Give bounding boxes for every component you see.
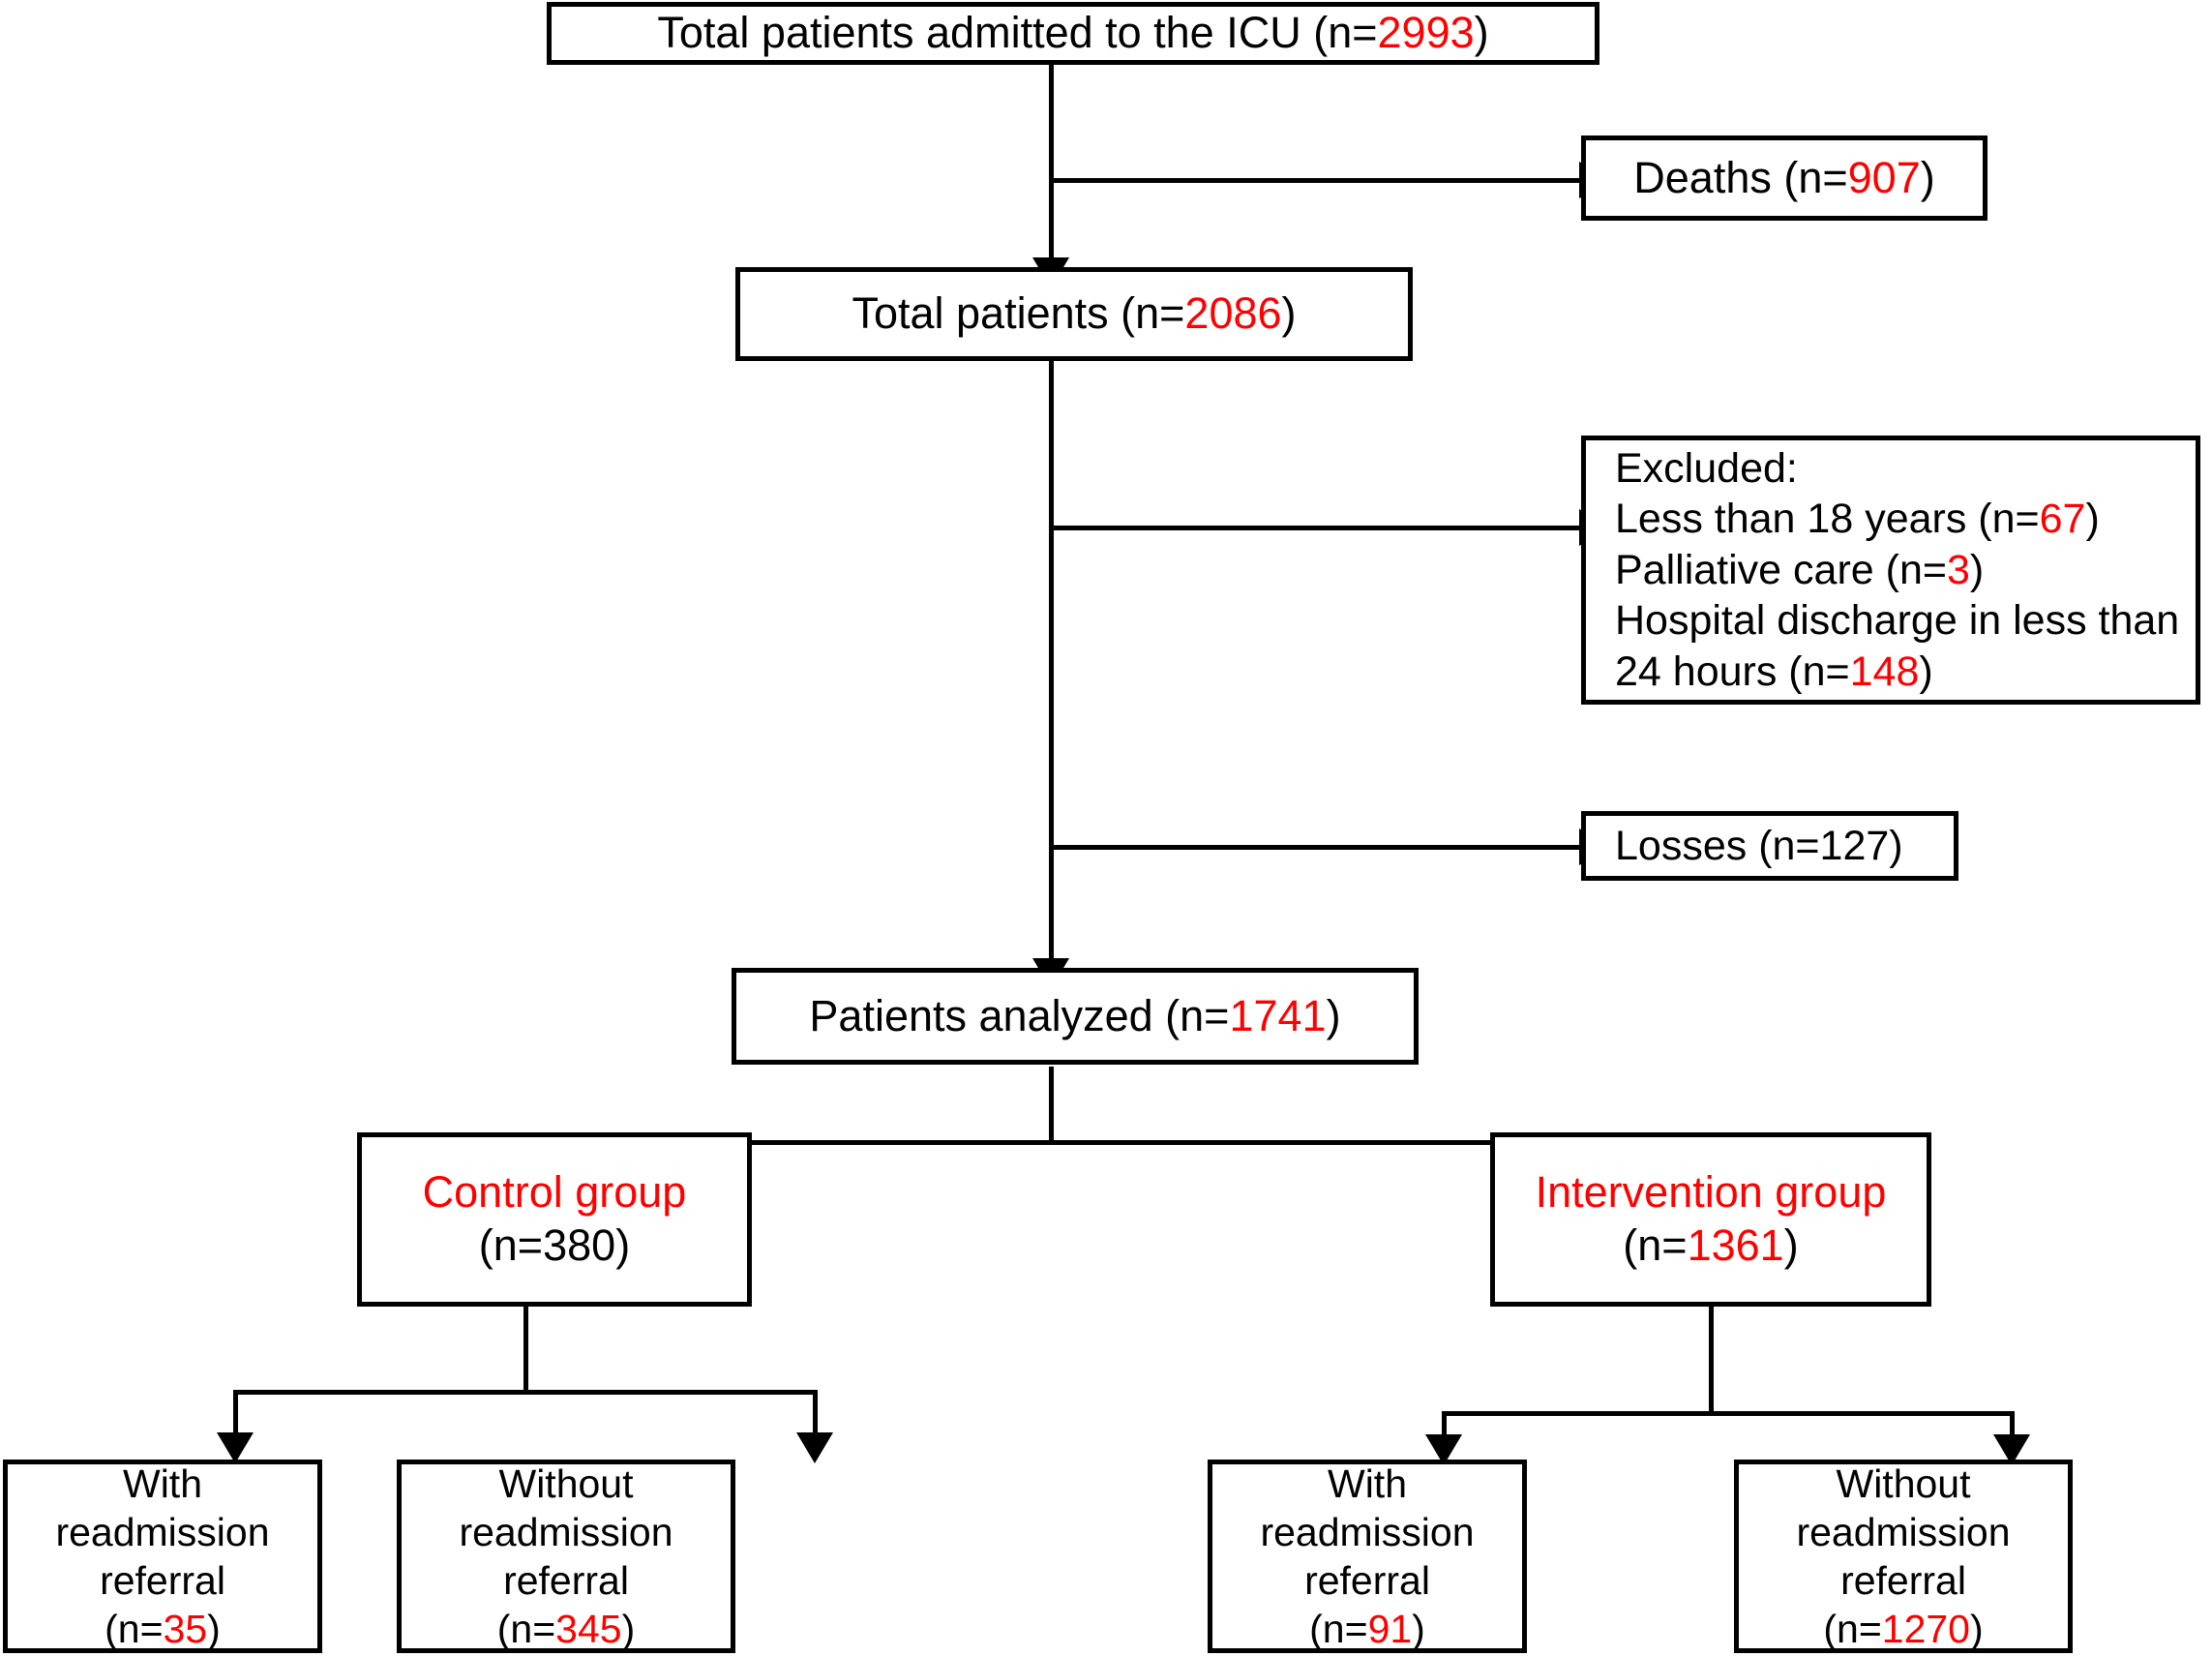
- connector-split-stem: [1049, 1067, 1054, 1144]
- patients-analyzed-label-suffix: ): [1326, 990, 1341, 1040]
- losses-value: 127: [1819, 822, 1890, 869]
- node-control-with-referral: With readmission referral (n=35): [3, 1460, 322, 1653]
- intervention-with-referral-count-prefix: (n=: [1309, 1607, 1368, 1652]
- losses-label-prefix: Losses (n=: [1615, 822, 1820, 869]
- arrowhead-to-control-with-referral-icon: [217, 1432, 254, 1463]
- intervention-without-referral-count-value: 1270: [1881, 1607, 1970, 1652]
- losses-label-suffix: ): [1889, 822, 1903, 869]
- connector-intervention-left-drop: [1442, 1411, 1447, 1438]
- node-intervention-without-referral: Without readmission referral (n=1270): [1734, 1460, 2073, 1653]
- deaths-label-suffix: ): [1920, 152, 1935, 202]
- total-admitted-label-prefix: Total patients admitted to the ICU (n=: [657, 8, 1378, 58]
- intervention-with-referral-count-value: 91: [1367, 1607, 1413, 1652]
- total-patients-value: 2086: [1184, 288, 1282, 339]
- patients-analyzed-value: 1741: [1229, 990, 1327, 1040]
- intervention-group-count-value: 1361: [1687, 1220, 1784, 1270]
- node-intervention-with-referral: With readmission referral (n=91): [1208, 1460, 1527, 1653]
- excluded-line4-prefix: Hospital discharge in less than 24 hours…: [1615, 597, 2180, 695]
- excluded-line3-value: 3: [1946, 546, 1970, 593]
- excluded-line3-suffix: ): [1969, 546, 1985, 593]
- total-patients-label-prefix: Total patients (n=: [852, 288, 1185, 339]
- control-group-count-value: 380: [543, 1220, 616, 1270]
- control-without-referral-count-value: 345: [555, 1607, 622, 1652]
- node-deaths: Deaths (n=907): [1581, 135, 1988, 221]
- excluded-line4-value: 148: [1849, 647, 1920, 695]
- control-with-referral-line1: With readmission: [55, 1460, 270, 1554]
- total-admitted-value: 2993: [1377, 8, 1475, 58]
- control-without-referral-line1: Without: [498, 1460, 634, 1506]
- control-group-count-suffix: ): [615, 1220, 631, 1270]
- control-with-referral-count-suffix: ): [207, 1607, 221, 1652]
- connector-intervention-stem: [1709, 1307, 1714, 1415]
- connector-trunk-top: [1049, 60, 1054, 285]
- node-control-without-referral: Without readmission referral (n=345): [397, 1460, 735, 1653]
- intervention-group-count-suffix: ): [1783, 1220, 1799, 1270]
- excluded-heading: Excluded:: [1615, 444, 1798, 492]
- excluded-line2-suffix: ): [2085, 496, 2100, 543]
- connector-to-losses: [1049, 845, 1583, 850]
- node-losses: Losses (n=127): [1581, 811, 1958, 881]
- intervention-group-title: Intervention group: [1535, 1167, 1887, 1218]
- intervention-without-referral-line2: readmission referral: [1796, 1509, 2011, 1603]
- connector-intervention-bar: [1442, 1411, 2015, 1416]
- excluded-line2-prefix: Less than 18 years (n=: [1615, 496, 2040, 543]
- intervention-without-referral-line1: Without: [1836, 1460, 1971, 1506]
- excluded-line3-prefix: Palliative care (n=: [1615, 546, 1947, 593]
- connector-control-right-drop: [813, 1390, 818, 1436]
- connector-trunk-mid: [1049, 360, 1054, 989]
- node-total-patients: Total patients (n=2086): [735, 267, 1413, 361]
- control-without-referral-line2: readmission referral: [459, 1509, 673, 1603]
- arrowhead-to-control-without-referral-icon: [796, 1432, 833, 1463]
- intervention-group-count-prefix: (n=: [1623, 1220, 1688, 1270]
- connector-intervention-right-drop: [2010, 1411, 2015, 1438]
- connector-to-deaths: [1049, 178, 1583, 183]
- control-group-count-prefix: (n=: [478, 1220, 544, 1270]
- connector-to-excluded: [1049, 526, 1583, 530]
- intervention-with-referral-count-suffix: ): [1412, 1607, 1425, 1652]
- node-intervention-group: Intervention group (n=1361): [1490, 1132, 1931, 1307]
- intervention-without-referral-count-suffix: ): [1969, 1607, 1984, 1652]
- control-without-referral-count-suffix: ): [621, 1607, 636, 1652]
- total-admitted-label-suffix: ): [1474, 8, 1489, 58]
- patients-analyzed-label-prefix: Patients analyzed (n=: [809, 990, 1230, 1040]
- connector-control-left-drop: [233, 1390, 238, 1436]
- intervention-with-referral-line1: With readmission: [1260, 1460, 1475, 1554]
- control-with-referral-count-prefix: (n=: [105, 1607, 164, 1652]
- intervention-with-referral-line2: referral: [1304, 1558, 1430, 1603]
- node-patients-analyzed: Patients analyzed (n=1741): [732, 968, 1419, 1065]
- node-total-admitted: Total patients admitted to the ICU (n=29…: [547, 2, 1599, 65]
- control-with-referral-line2: referral: [100, 1558, 225, 1603]
- control-without-referral-count-prefix: (n=: [496, 1607, 556, 1652]
- node-control-group: Control group (n=380): [357, 1132, 752, 1307]
- connector-control-bar: [233, 1390, 818, 1395]
- total-patients-label-suffix: ): [1281, 288, 1297, 339]
- intervention-without-referral-count-prefix: (n=: [1823, 1607, 1882, 1652]
- excluded-line4-suffix: ): [1919, 647, 1933, 695]
- control-with-referral-count-value: 35: [163, 1607, 208, 1652]
- node-excluded: Excluded: Less than 18 years (n=67) Pall…: [1581, 436, 2200, 705]
- deaths-label-prefix: Deaths (n=: [1633, 152, 1848, 202]
- deaths-value: 907: [1847, 152, 1921, 202]
- connector-control-stem: [523, 1307, 528, 1394]
- connector-split-bar: [523, 1140, 1714, 1145]
- excluded-line2-value: 67: [2039, 496, 2086, 543]
- control-group-title: Control group: [422, 1167, 687, 1218]
